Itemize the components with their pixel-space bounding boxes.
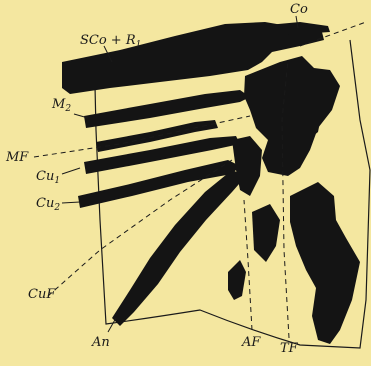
label-cu1: Cu1 (36, 169, 60, 186)
label-af: AF (241, 335, 261, 350)
cu2-leader (62, 202, 80, 203)
label-cuf: CuF (28, 287, 56, 302)
anal-fold-line (244, 200, 252, 330)
mid-sclerite (252, 204, 280, 262)
cu1-leader (62, 168, 80, 174)
an-leader (108, 318, 116, 332)
label-tf: TF (280, 341, 299, 356)
label-cu2: Cu2 (36, 196, 60, 213)
label-an: An (91, 335, 110, 350)
label-m2: M2 (51, 97, 71, 114)
label-sco-r1: SCo + R1 (80, 33, 141, 50)
small-sclerite (228, 260, 246, 300)
lower-basal-sclerite (290, 182, 360, 344)
label-mf: MF (5, 150, 29, 165)
media-2-vein (84, 90, 250, 128)
median-plate (232, 136, 262, 196)
label-co: Co (290, 2, 308, 17)
